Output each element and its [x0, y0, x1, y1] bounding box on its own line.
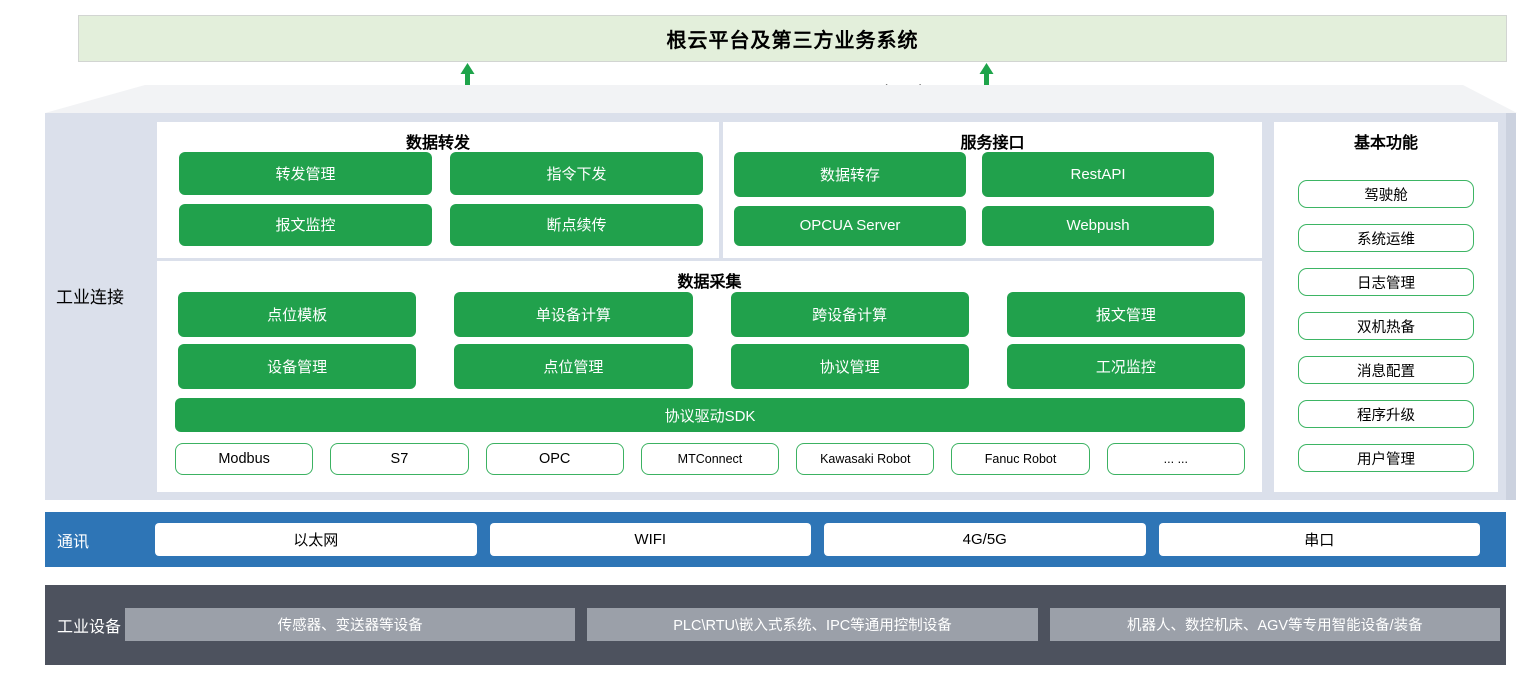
comm-4g5g: 4G/5G [824, 523, 1146, 556]
industrial-devices-label: 工业设备 [57, 618, 122, 636]
data-collection-title: 数据采集 [677, 274, 742, 291]
node-point-management: 点位管理 [454, 344, 693, 389]
node-data-store: 数据转存 [734, 152, 966, 197]
protocol-opc: OPC [485, 443, 624, 475]
basic-functions-list: 驾驶舱 系统运维 日志管理 双机热备 消息配置 程序升级 用户管理 [1298, 180, 1474, 472]
devices-robots-cnc-agv: 机器人、数控机床、AGV等专用智能设备/装备 [1049, 608, 1500, 641]
protocol-kawasaki-robot: Kawasaki Robot [796, 443, 935, 475]
service-interface-grid: 数据转存 RestAPI OPCUA Server Webpush [734, 152, 1214, 246]
node-device-management: 设备管理 [178, 344, 417, 389]
platform-top-face [45, 85, 1517, 113]
data-forwarding-title: 数据转发 [405, 135, 470, 152]
comm-ethernet: 以太网 [155, 523, 477, 556]
communication-layer: 通讯 以太网 WIFI 4G/5G 串口 [45, 512, 1506, 567]
communication-row: 以太网 WIFI 4G/5G 串口 [155, 523, 1480, 556]
basic-functions-title: 基本功能 [1353, 135, 1418, 152]
communication-label: 通讯 [57, 533, 90, 551]
node-message-management: 报文管理 [1006, 292, 1245, 337]
function-program-upgrade: 程序升级 [1298, 400, 1474, 428]
node-point-template: 点位模板 [178, 292, 417, 337]
service-interface-title: 服务接口 [960, 135, 1025, 152]
node-condition-monitoring: 工况监控 [1006, 344, 1245, 389]
data-collection-grid: 点位模板 单设备计算 跨设备计算 报文管理 设备管理 点位管理 协议管理 工况监… [178, 292, 1245, 389]
devices-sensors: 传感器、变送器等设备 [125, 608, 576, 641]
data-collection-panel: 数据采集 点位模板 单设备计算 跨设备计算 报文管理 设备管理 点位管理 协议管… [157, 261, 1262, 492]
node-single-device-calc: 单设备计算 [454, 292, 693, 337]
function-cockpit: 驾驶舱 [1298, 180, 1474, 208]
protocol-row: Modbus S7 OPC MTConnect Kawasaki Robot F… [175, 443, 1245, 475]
platform-side-face [1506, 113, 1516, 500]
function-user-management: 用户管理 [1298, 444, 1474, 472]
basic-functions-panel: 基本功能 驾驶舱 系统运维 日志管理 双机热备 消息配置 程序升级 用户管理 [1274, 122, 1498, 492]
industrial-devices-layer: 工业设备 传感器、变送器等设备 PLC\RTU\嵌入式系统、IPC等通用控制设备… [45, 585, 1506, 665]
comm-wifi: WIFI [489, 523, 811, 556]
node-cross-device-calc: 跨设备计算 [730, 292, 969, 337]
platform-banner: 根云平台及第三方业务系统 [78, 15, 1507, 62]
node-webpush: Webpush [982, 205, 1214, 246]
function-message-config: 消息配置 [1298, 356, 1474, 384]
industrial-devices-row: 传感器、变送器等设备 PLC\RTU\嵌入式系统、IPC等通用控制设备 机器人、… [125, 608, 1500, 641]
industrial-connection-label: 工业连接 [56, 288, 124, 307]
node-protocol-driver-sdk: 协议驱动SDK [175, 398, 1245, 432]
data-forwarding-grid: 转发管理 指令下发 报文监控 断点续传 [179, 152, 703, 246]
function-hot-standby: 双机热备 [1298, 312, 1474, 340]
comm-serial-port: 串口 [1158, 523, 1480, 556]
protocol-s7: S7 [330, 443, 469, 475]
platform-banner-title: 根云平台及第三方业务系统 [666, 30, 919, 52]
node-protocol-management: 协议管理 [730, 344, 969, 389]
protocol-fanuc-robot: Fanuc Robot [951, 443, 1090, 475]
node-message-monitoring: 报文监控 [179, 203, 432, 246]
devices-plc-control: PLC\RTU\嵌入式系统、IPC等通用控制设备 [587, 608, 1038, 641]
protocol-mtconnect: MTConnect [640, 443, 780, 475]
node-command-dispatch: 指令下发 [450, 152, 703, 195]
function-log-management: 日志管理 [1298, 268, 1474, 296]
service-interface-panel: 服务接口 数据转存 RestAPI OPCUA Server Webpush [723, 122, 1262, 258]
node-forwarding-management: 转发管理 [179, 152, 432, 195]
data-forwarding-panel: 数据转发 转发管理 指令下发 报文监控 断点续传 [157, 122, 719, 258]
function-system-ops: 系统运维 [1298, 224, 1474, 252]
protocol-more: ... ... [1106, 443, 1245, 475]
protocol-modbus: Modbus [175, 443, 314, 475]
node-resume-transfer: 断点续传 [450, 203, 703, 246]
node-opcua-server: OPCUA Server [734, 205, 966, 246]
node-restapi: RestAPI [982, 152, 1214, 197]
